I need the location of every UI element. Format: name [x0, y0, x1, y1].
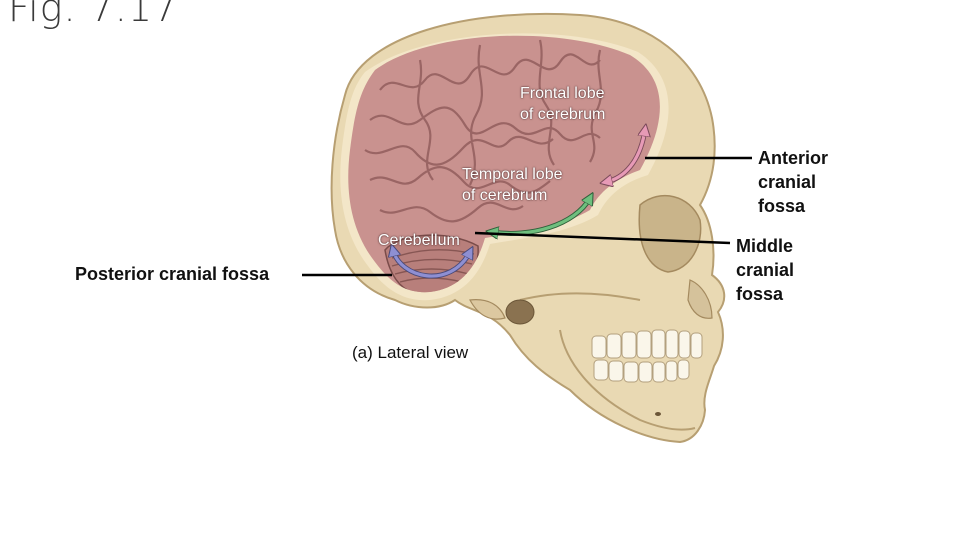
mandible-line: [559, 329, 696, 431]
anterior-cranial-fossa-label: Anterior cranial fossa: [758, 148, 829, 216]
teeth: [591, 329, 703, 383]
ear-canal: [505, 299, 535, 325]
middle-cranial-fossa-label: Middle cranial fossa: [736, 236, 795, 304]
mental-foramen: [655, 412, 661, 416]
cerebellum-label: Cerebellum: [378, 232, 460, 249]
posterior-cranial-fossa-label: Posterior cranial fossa: [75, 264, 270, 284]
orbit: [638, 194, 702, 273]
temporal-lobe-label: Temporal lobe of cerebrum: [462, 166, 563, 204]
nasal-aperture: [687, 279, 713, 319]
frontal-lobe-label: Frontal lobe of cerebrum: [520, 85, 606, 123]
mastoid: [469, 299, 506, 320]
view-caption: (a) Lateral view: [352, 343, 469, 362]
zygomatic-arch: [519, 292, 641, 301]
figure-title: Fig. 7.17: [8, 0, 179, 30]
middle-leader-line: [474, 231, 731, 245]
